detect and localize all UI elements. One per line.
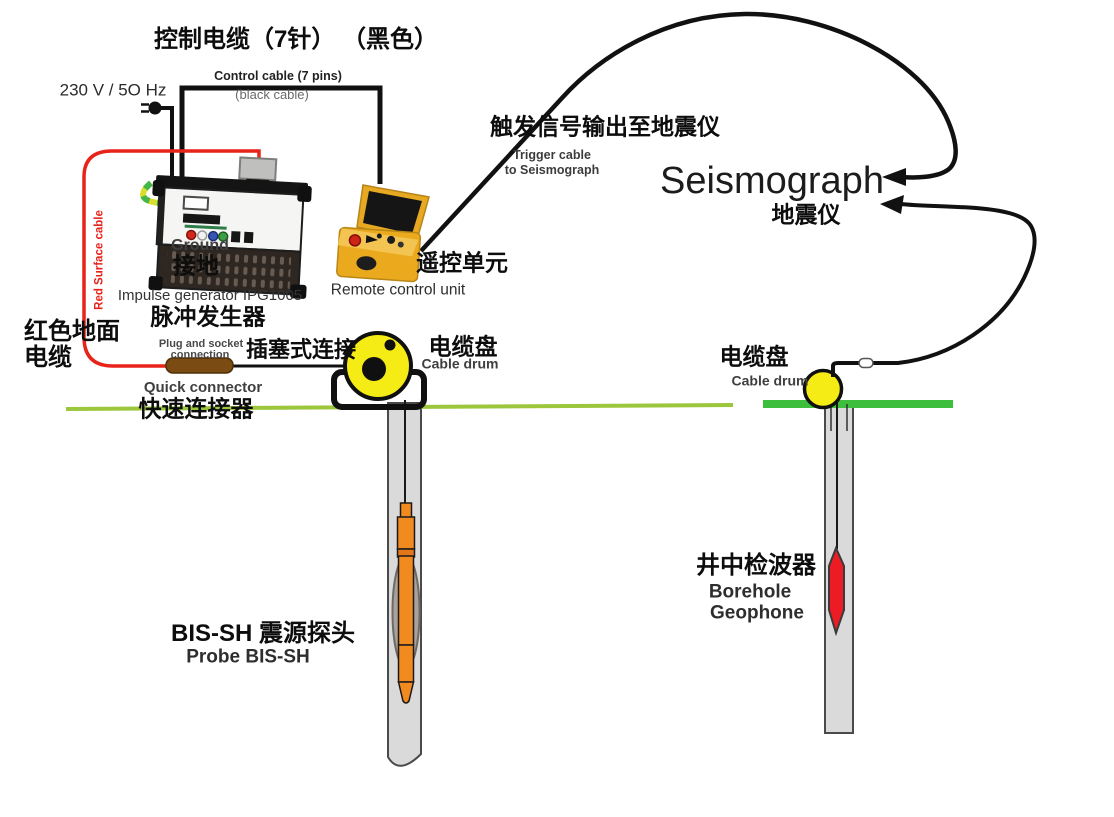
quick-connector — [165, 357, 234, 374]
generator-display — [182, 195, 210, 211]
arrow-to-seismograph-lower — [880, 195, 904, 214]
generator-cable-terminal — [238, 156, 278, 182]
trigger-title-cn: 触发信号输出至地震仪 — [490, 113, 720, 140]
control-cable-label-en: Control cable (7 pins) — [214, 69, 342, 84]
cable-drum-left-label-cn: 电缆盘 — [428, 333, 498, 360]
arrow-to-seismograph-upper — [882, 168, 906, 186]
remote-knob — [387, 235, 396, 244]
remote-connector-port — [356, 256, 377, 271]
geophone-label-en2: Geophone — [710, 602, 804, 624]
impulse-generator — [148, 156, 312, 299]
seismograph-label: Seismograph — [660, 160, 884, 203]
generator-label-en: Impulse generator IPG1005 — [117, 286, 303, 304]
trigger-label-en2: to Seismograph — [504, 163, 600, 178]
trigger-cable — [419, 11, 958, 253]
cable-connector — [858, 357, 874, 369]
borehole-geophone — [828, 545, 845, 637]
generator-label-cn: 脉冲发生器 — [150, 303, 266, 330]
generator-blue-button — [207, 230, 219, 242]
seismograph-label-cn: 地震仪 — [771, 201, 841, 228]
drum-hub-dot — [362, 357, 386, 381]
cable-drum-left-label-en: Cable drum — [421, 355, 499, 372]
plug-socket-label-cn: 插塞式连接 — [245, 336, 357, 362]
remote-label-en: Remote control unit — [330, 281, 466, 299]
generator-red-button — [185, 229, 197, 241]
probe-bis-sh — [391, 502, 421, 704]
remote-control-unit — [336, 184, 430, 283]
generator-connectors — [182, 213, 221, 225]
cable-drum-right-label-en: Cable drum — [731, 372, 809, 389]
geophone-label-en1: Borehole — [708, 581, 792, 603]
drum-pin-dot — [384, 339, 396, 351]
generator-white-button — [196, 230, 208, 241]
remote-red-button — [348, 234, 362, 247]
geophone-label-cn: 井中检波器 — [696, 551, 816, 579]
ground-surface-bar — [763, 400, 953, 408]
ground-label-en: Ground — [171, 237, 229, 255]
control-cable-title-cn: 控制电缆（7针） （黑色） — [153, 25, 439, 53]
cable-drum-right — [802, 368, 844, 410]
black-cable-label: (black cable) — [235, 86, 309, 102]
red-cable-label-cn2: 电缆 — [24, 343, 72, 371]
plug-socket-label-en1: Plug and socket — [158, 337, 244, 350]
remote-label-cn: 遥控单元 — [416, 249, 508, 276]
quick-connector-label-cn: 快速连接器 — [138, 395, 254, 422]
trigger-label-en1: Trigger cable — [513, 148, 591, 163]
power-rating-label: 230 V / 5O Hz — [59, 80, 167, 100]
probe-label-cn: BIS-SH 震源探头 — [170, 619, 356, 647]
ground-label-cn: 接地 — [173, 252, 219, 279]
quick-connector-label-en: Quick connector — [143, 378, 263, 396]
plug-socket-label-en2: connection — [170, 348, 230, 361]
generator-handle — [155, 175, 308, 195]
power-cable — [160, 106, 174, 196]
generator-green-button — [217, 231, 229, 242]
control-cable — [179, 85, 383, 196]
red-cable-label-cn1: 红色地面 — [24, 317, 120, 345]
red-surface-cable — [82, 149, 261, 368]
probe-label-en: Probe BIS-SH — [186, 646, 310, 668]
power-plug-icon — [141, 101, 162, 115]
red-surface-cable-label: Red Surface cable — [93, 210, 106, 310]
seismograph-data-cable — [831, 202, 1037, 377]
cable-drum-right-label-cn: 电缆盘 — [719, 343, 789, 370]
